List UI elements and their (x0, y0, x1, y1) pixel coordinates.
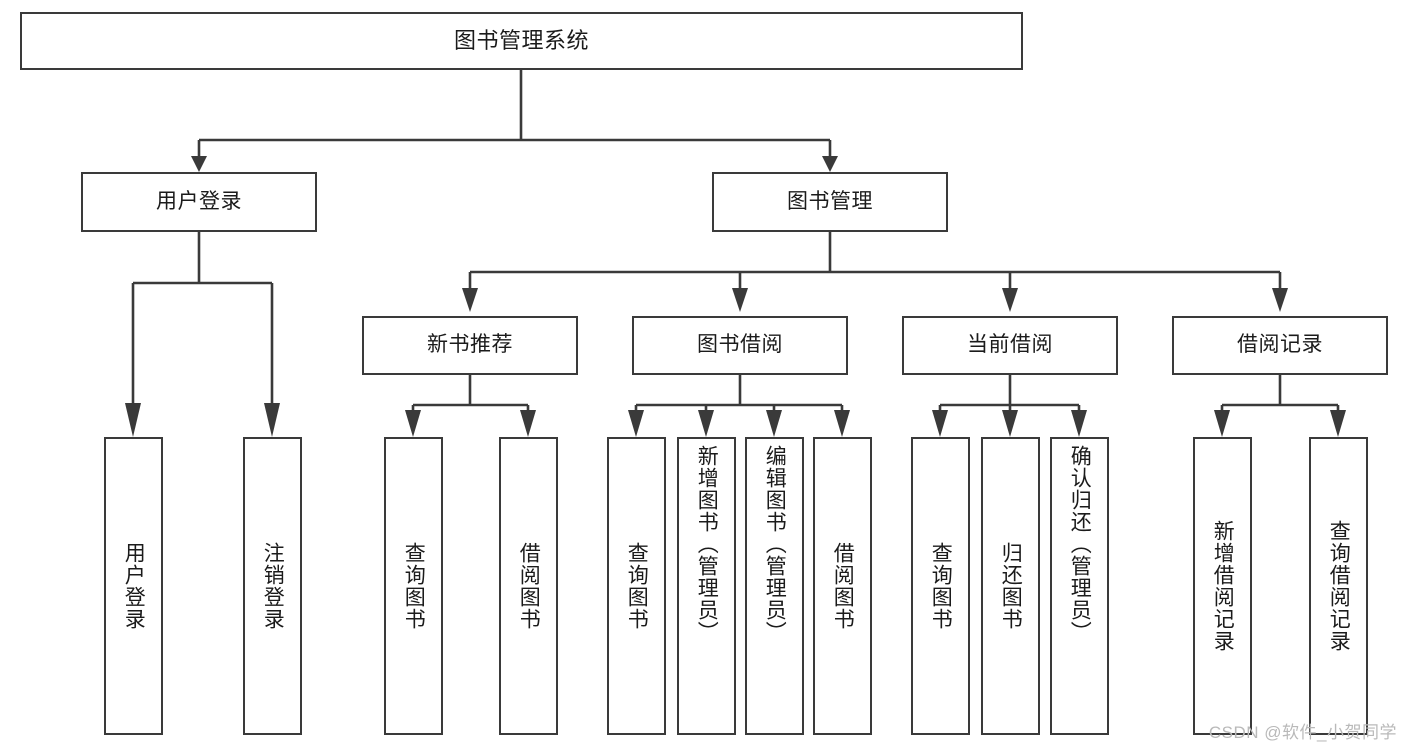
leaf-add-borrow-record[interactable]: 新增借阅记录 (1193, 437, 1252, 735)
node-label: 注销登录 (261, 542, 285, 630)
leaf-query-book-current[interactable]: 查询图书 (911, 437, 970, 735)
node-label: 借阅图书 (517, 542, 541, 630)
node-label: 新增借阅记录 (1211, 520, 1235, 652)
node-label: 新增图书（管理员） (695, 445, 719, 643)
leaf-add-book-admin[interactable]: 新增图书（管理员） (677, 437, 736, 735)
leaf-return-book[interactable]: 归还图书 (981, 437, 1040, 735)
node-new-book-recommend[interactable]: 新书推荐 (362, 316, 578, 375)
node-user-login[interactable]: 用户登录 (81, 172, 317, 232)
node-borrow-record[interactable]: 借阅记录 (1172, 316, 1388, 375)
node-label: 查询图书 (929, 542, 953, 630)
node-label: 图书管理 (787, 189, 873, 213)
node-label: 用户登录 (156, 189, 242, 213)
node-label: 查询图书 (625, 542, 649, 630)
leaf-borrow-book-borrow[interactable]: 借阅图书 (813, 437, 872, 735)
node-label: 新书推荐 (427, 333, 513, 357)
node-label: 查询借阅记录 (1327, 520, 1351, 652)
node-label: 图书借阅 (697, 333, 783, 357)
csdn-watermark: CSDN @软件_小贺同学 (1208, 723, 1397, 742)
leaf-query-book-recommend[interactable]: 查询图书 (384, 437, 443, 735)
node-label: 确认归还（管理员） (1068, 445, 1092, 643)
leaf-query-book-borrow[interactable]: 查询图书 (607, 437, 666, 735)
node-book-borrow[interactable]: 图书借阅 (632, 316, 848, 375)
leaf-borrow-book-recommend[interactable]: 借阅图书 (499, 437, 558, 735)
leaf-query-borrow-record[interactable]: 查询借阅记录 (1309, 437, 1368, 735)
leaf-edit-book-admin[interactable]: 编辑图书（管理员） (745, 437, 804, 735)
leaf-user-login[interactable]: 用户登录 (104, 437, 163, 735)
node-label: 当前借阅 (967, 333, 1053, 357)
node-label: 图书管理系统 (453, 28, 589, 54)
node-current-borrow[interactable]: 当前借阅 (902, 316, 1118, 375)
node-label: 借阅图书 (831, 542, 855, 630)
leaf-logout-login[interactable]: 注销登录 (243, 437, 302, 735)
leaf-confirm-return-admin[interactable]: 确认归还（管理员） (1050, 437, 1109, 735)
node-label: 编辑图书（管理员） (763, 445, 787, 643)
node-label: 查询图书 (402, 542, 426, 630)
node-label: 用户登录 (122, 542, 146, 630)
node-root-system[interactable]: 图书管理系统 (20, 12, 1023, 70)
node-book-manage[interactable]: 图书管理 (712, 172, 948, 232)
node-label: 借阅记录 (1237, 333, 1323, 357)
node-label: 归还图书 (999, 542, 1023, 630)
